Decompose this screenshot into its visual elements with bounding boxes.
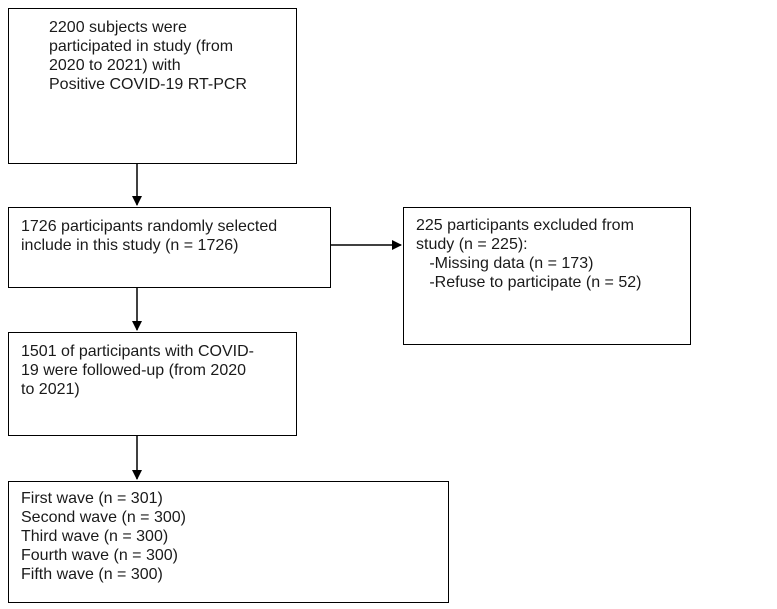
followed-up-line: 19 were followed-up (from 2020 (21, 362, 247, 379)
wave-line: Fifth wave (n = 300) (21, 566, 163, 583)
wave-line: First wave (n = 301) (21, 490, 163, 507)
subjects-line: 2020 to 2021) with (49, 57, 181, 74)
selected-box: 1726 participants randomly selected incl… (8, 207, 331, 288)
wave-line: Fourth wave (n = 300) (21, 547, 178, 564)
followed-up-box: 1501 of participants with COVID- 19 were… (8, 332, 297, 436)
followed-up-line: to 2021) (21, 381, 80, 398)
excluded-line: 225 participants excluded from (416, 217, 634, 234)
subjects-line: Positive COVID-19 RT-PCR (49, 76, 247, 93)
selected-line: 1726 participants randomly selected (21, 218, 278, 235)
selected-line: include in this study (n = 1726) (21, 237, 239, 254)
wave-line: Second wave (n = 300) (21, 509, 186, 526)
waves-box: First wave (n = 301) Second wave (n = 30… (8, 481, 449, 603)
subjects-line: participated in study (from (49, 38, 234, 55)
wave-line: Third wave (n = 300) (21, 528, 169, 545)
subjects-line: 2200 subjects were (49, 19, 187, 36)
followed-up-line: 1501 of participants with COVID- (21, 343, 254, 360)
excluded-line: study (n = 225): (416, 236, 528, 253)
subjects-box: 2200 subjects were participated in study… (8, 8, 297, 164)
excluded-box: 225 participants excluded from study (n … (403, 207, 691, 345)
excluded-line: -Missing data (n = 173) (416, 255, 594, 272)
excluded-line: -Refuse to participate (n = 52) (416, 274, 642, 291)
